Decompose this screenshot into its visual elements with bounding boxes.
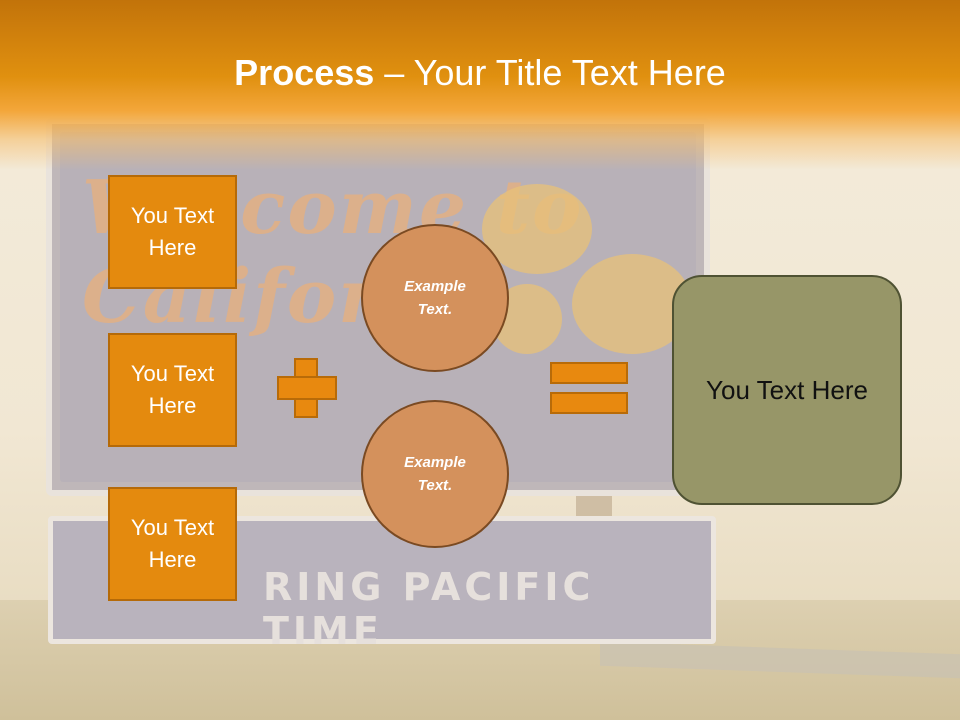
text-box-2-label: You Text Here [130, 361, 215, 418]
title-bold: Process [234, 52, 375, 93]
slide-title[interactable]: Process – Your Title Text Here [0, 52, 960, 94]
result-box[interactable]: You Text Here [672, 275, 902, 505]
background-lower-sign-text: RING PACIFIC TIME [263, 565, 595, 653]
example-circle-1-label: Example Text. [404, 278, 466, 318]
title-dash: – [374, 52, 414, 93]
header-band [0, 0, 960, 170]
result-box-label: You Text Here [706, 374, 868, 405]
plus-icon-core [296, 378, 316, 398]
title-rest: Your Title Text Here [413, 52, 726, 93]
text-box-1[interactable]: You Text Here [108, 175, 237, 289]
example-circle-2-label: Example Text. [404, 454, 466, 494]
example-circle-1[interactable]: Example Text. [361, 224, 509, 372]
example-circle-2[interactable]: Example Text. [361, 400, 509, 548]
text-box-3-label: You Text Here [130, 515, 215, 572]
text-box-3[interactable]: You Text Here [108, 487, 237, 601]
text-box-1-label: You Text Here [130, 203, 215, 260]
poppy-flower-image [482, 184, 592, 274]
equals-icon-bar [550, 392, 628, 414]
text-box-2[interactable]: You Text Here [108, 333, 237, 447]
equals-icon[interactable] [550, 362, 628, 384]
